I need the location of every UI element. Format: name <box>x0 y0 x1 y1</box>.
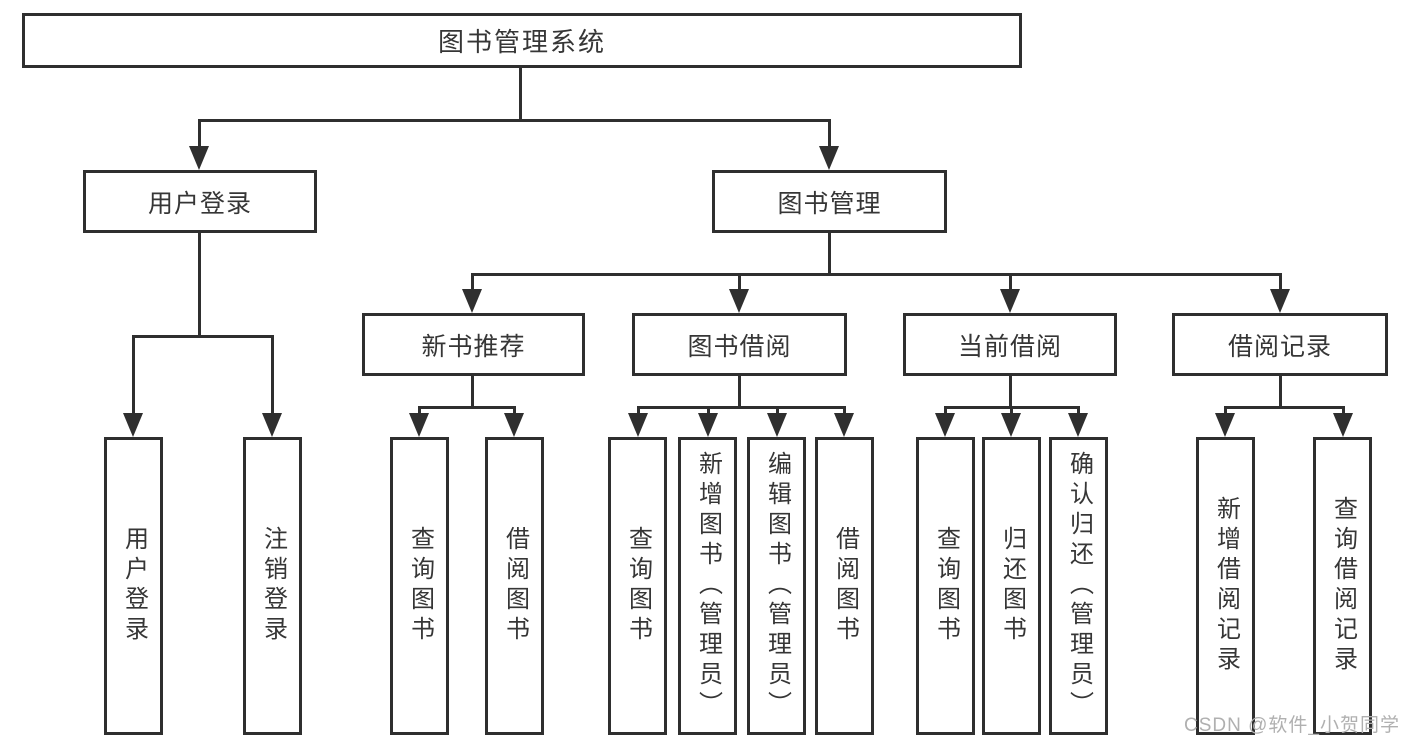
connector-line <box>637 406 640 414</box>
node-library-management-system: 图书管理系统 <box>22 13 1022 68</box>
connector-line <box>1224 406 1227 414</box>
node-label: 查询图书 <box>406 526 434 646</box>
arrow-down-icon <box>123 413 143 437</box>
node-label: 查询图书 <box>932 526 960 646</box>
arrow-down-icon <box>189 146 209 170</box>
node-label: 借阅图书 <box>831 526 859 646</box>
connector-line <box>198 119 201 147</box>
arrow-down-icon <box>462 289 482 313</box>
arrow-down-icon <box>1001 413 1021 437</box>
node-borrowing-records: 借阅记录 <box>1172 313 1388 376</box>
connector-line <box>1279 273 1282 291</box>
leaf-add-books-admin: 新增图书（管理员） <box>678 437 737 735</box>
connector-line <box>1279 376 1282 406</box>
arrow-down-icon <box>262 413 282 437</box>
connector-line <box>738 376 741 406</box>
connector-line <box>271 335 274 414</box>
arrow-down-icon <box>819 146 839 170</box>
arrow-down-icon <box>698 413 718 437</box>
connector-line <box>198 233 201 335</box>
connector-line <box>132 335 135 414</box>
arrow-down-icon <box>628 413 648 437</box>
connector-line <box>776 406 779 414</box>
connector-line <box>418 406 421 414</box>
leaf-user-login: 用户登录 <box>104 437 163 735</box>
node-label: 图书管理 <box>777 189 882 218</box>
leaf-query-borrow-record: 查询借阅记录 <box>1313 437 1372 735</box>
arrow-down-icon <box>409 413 429 437</box>
connector-line <box>1077 406 1080 414</box>
arrow-down-icon <box>504 413 524 437</box>
connector-line <box>828 233 831 273</box>
arrow-down-icon <box>1270 289 1290 313</box>
connector-line <box>1010 406 1013 414</box>
connector-line <box>471 376 474 406</box>
arrow-down-icon <box>1068 413 1088 437</box>
node-label: 新增图书（管理员） <box>694 451 722 721</box>
node-book-borrowing: 图书借阅 <box>632 313 847 376</box>
node-label: 注销登录 <box>259 526 287 646</box>
arrow-down-icon <box>1000 289 1020 313</box>
node-label: 当前借阅 <box>957 332 1062 361</box>
node-label: 查询借阅记录 <box>1329 496 1357 676</box>
node-label: 用户登录 <box>147 189 252 218</box>
node-label: 借阅记录 <box>1227 332 1332 361</box>
leaf-query-books: 查询图书 <box>608 437 667 735</box>
connector-line <box>707 406 710 414</box>
arrow-down-icon <box>767 413 787 437</box>
leaf-query-books-current: 查询图书 <box>916 437 975 735</box>
leaf-borrow-books: 借阅图书 <box>815 437 874 735</box>
node-label: 用户登录 <box>120 526 148 646</box>
node-current-borrowing: 当前借阅 <box>903 313 1117 376</box>
connector-line <box>843 406 846 414</box>
arrow-down-icon <box>729 289 749 313</box>
connector-line <box>513 406 516 414</box>
connector-line <box>519 68 522 119</box>
node-label: 借阅图书 <box>501 526 529 646</box>
node-book-management: 图书管理 <box>712 170 947 233</box>
connector-line <box>944 406 947 414</box>
connector-line <box>198 119 831 122</box>
arrow-down-icon <box>1215 413 1235 437</box>
leaf-query-books-recommend: 查询图书 <box>390 437 449 735</box>
connector-line <box>1224 406 1345 409</box>
arrow-down-icon <box>1333 413 1353 437</box>
connector-line <box>418 406 516 409</box>
node-label: 图书借阅 <box>687 332 792 361</box>
arrow-down-icon <box>834 413 854 437</box>
connector-line <box>472 273 1282 276</box>
node-label: 图书管理系统 <box>437 27 606 57</box>
connector-line <box>471 273 474 291</box>
arrow-down-icon <box>935 413 955 437</box>
node-user-login: 用户登录 <box>83 170 317 233</box>
connector-line <box>1009 376 1012 406</box>
connector-line <box>828 119 831 147</box>
leaf-add-borrow-record: 新增借阅记录 <box>1196 437 1255 735</box>
node-label: 新书推荐 <box>421 332 526 361</box>
connector-line <box>738 273 741 291</box>
connector-line <box>637 406 846 409</box>
connector-line <box>132 335 274 338</box>
connector-line <box>1009 273 1012 291</box>
node-label: 归还图书 <box>998 526 1026 646</box>
leaf-logout: 注销登录 <box>243 437 302 735</box>
node-label: 新增借阅记录 <box>1212 496 1240 676</box>
leaf-return-books: 归还图书 <box>982 437 1041 735</box>
connector-line <box>1342 406 1345 414</box>
leaf-confirm-return-admin: 确认归还（管理员） <box>1049 437 1108 735</box>
node-label: 确认归还（管理员） <box>1065 451 1093 721</box>
leaf-edit-books-admin: 编辑图书（管理员） <box>747 437 806 735</box>
csdn-watermark: CSDN @软件_小贺同学 <box>1184 715 1400 736</box>
node-label: 编辑图书（管理员） <box>763 451 791 721</box>
node-new-book-recommend: 新书推荐 <box>362 313 585 376</box>
node-label: 查询图书 <box>624 526 652 646</box>
leaf-borrow-books-recommend: 借阅图书 <box>485 437 544 735</box>
